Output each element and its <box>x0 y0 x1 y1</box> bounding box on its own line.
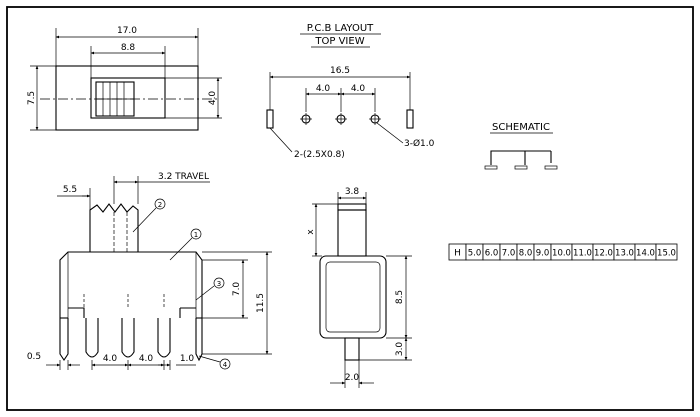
switch-body-front <box>55 65 199 131</box>
h-table-value: 12.0 <box>594 249 613 259</box>
terminal-3 <box>157 318 171 358</box>
pcb-title: P.C.B LAYOUT <box>307 23 374 34</box>
callout-1-circle <box>190 228 202 240</box>
dim-17-0: 17.0 <box>117 26 137 36</box>
side-body <box>59 251 203 318</box>
h-table-value: 11.0 <box>573 249 592 259</box>
h-table-value: 8.0 <box>519 249 533 259</box>
dim-8-5: 8.5 <box>395 290 405 304</box>
dim-4-0-front: 4.0 <box>208 91 218 106</box>
dim-2-0: 2.0 <box>345 373 360 383</box>
h-table-value: 9.0 <box>536 249 550 259</box>
schematic: SCHEMATIC <box>484 122 558 170</box>
dim-4-0-side-2: 4.0 <box>139 354 154 364</box>
schematic-terminal-3 <box>544 165 558 170</box>
dim-x: x <box>306 229 316 235</box>
schematic-terminal-2 <box>514 165 528 170</box>
dim-0-5: 0.5 <box>27 352 41 362</box>
slot-note: 2-(2.5X0.8) <box>294 150 345 160</box>
callout-3-circle <box>213 277 225 289</box>
end-slider-stem <box>337 209 367 257</box>
schematic-title: SCHEMATIC <box>492 122 550 133</box>
h-table-value: 13.0 <box>615 249 634 259</box>
pcb-slot-right <box>406 109 414 129</box>
end-slider-cap <box>337 203 367 211</box>
dim-1-0: 1.0 <box>180 354 195 364</box>
dim-8-8: 8.8 <box>121 43 136 53</box>
dim-3-8: 3.8 <box>345 187 360 197</box>
pcb-slot-left <box>266 109 274 129</box>
side-view: 5.5 3.2 TRAVEL 2 1 <box>27 172 272 370</box>
mount-leg-left <box>59 318 69 361</box>
hole-note: 3-Ø1.0 <box>404 138 435 149</box>
dim-3-0: 3.0 <box>395 342 405 357</box>
schematic-terminal-1 <box>484 165 498 170</box>
dim-4-0-pcb-left: 4.0 <box>316 84 331 94</box>
dim-11-5: 11.5 <box>256 293 266 313</box>
end-view: 3.8 x 8.5 3.0 2.0 <box>306 187 412 388</box>
callout-4: 4 <box>223 361 228 369</box>
drawing-border <box>6 6 694 411</box>
dim-7-5: 7.5 <box>27 91 37 105</box>
dim-16-5: 16.5 <box>330 66 350 76</box>
terminal-2 <box>121 318 135 358</box>
terminal-1 <box>85 318 99 358</box>
travel-label: 3.2 TRAVEL <box>158 172 209 182</box>
end-body <box>319 255 387 339</box>
dim-5-5: 5.5 <box>63 185 77 195</box>
mount-leg-right <box>195 318 203 362</box>
h-table-value: 5.0 <box>468 249 482 259</box>
slider-slot <box>90 77 166 119</box>
pcb-subtitle: TOP VIEW <box>314 36 364 47</box>
callout-3: 3 <box>217 280 221 288</box>
h-table-value: 6.0 <box>485 249 499 259</box>
h-table-value: 15.0 <box>657 249 676 259</box>
callout-2: 2 <box>158 201 162 209</box>
callout-4-circle <box>219 358 231 370</box>
dim-7-0: 7.0 <box>232 282 242 297</box>
h-table-cell <box>655 243 678 261</box>
end-pin <box>344 337 360 361</box>
dim-4-0-pcb-right: 4.0 <box>351 84 366 94</box>
dim-4-0-side-1: 4.0 <box>103 354 118 364</box>
h-table-header: H <box>454 249 461 259</box>
h-table-value: 7.0 <box>502 249 516 259</box>
h-table-value: 14.0 <box>636 249 655 259</box>
callout-1: 1 <box>194 231 198 239</box>
front-view: 17.0 8.8 7.5 4.0 <box>27 26 222 131</box>
h-table-value: 10.0 <box>552 249 571 259</box>
side-slider-knob <box>89 203 139 252</box>
pcb-layout: P.C.B LAYOUT TOP VIEW 16.5 4.0 4.0 2-(2.… <box>266 23 435 160</box>
callout-2-circle <box>154 198 166 210</box>
